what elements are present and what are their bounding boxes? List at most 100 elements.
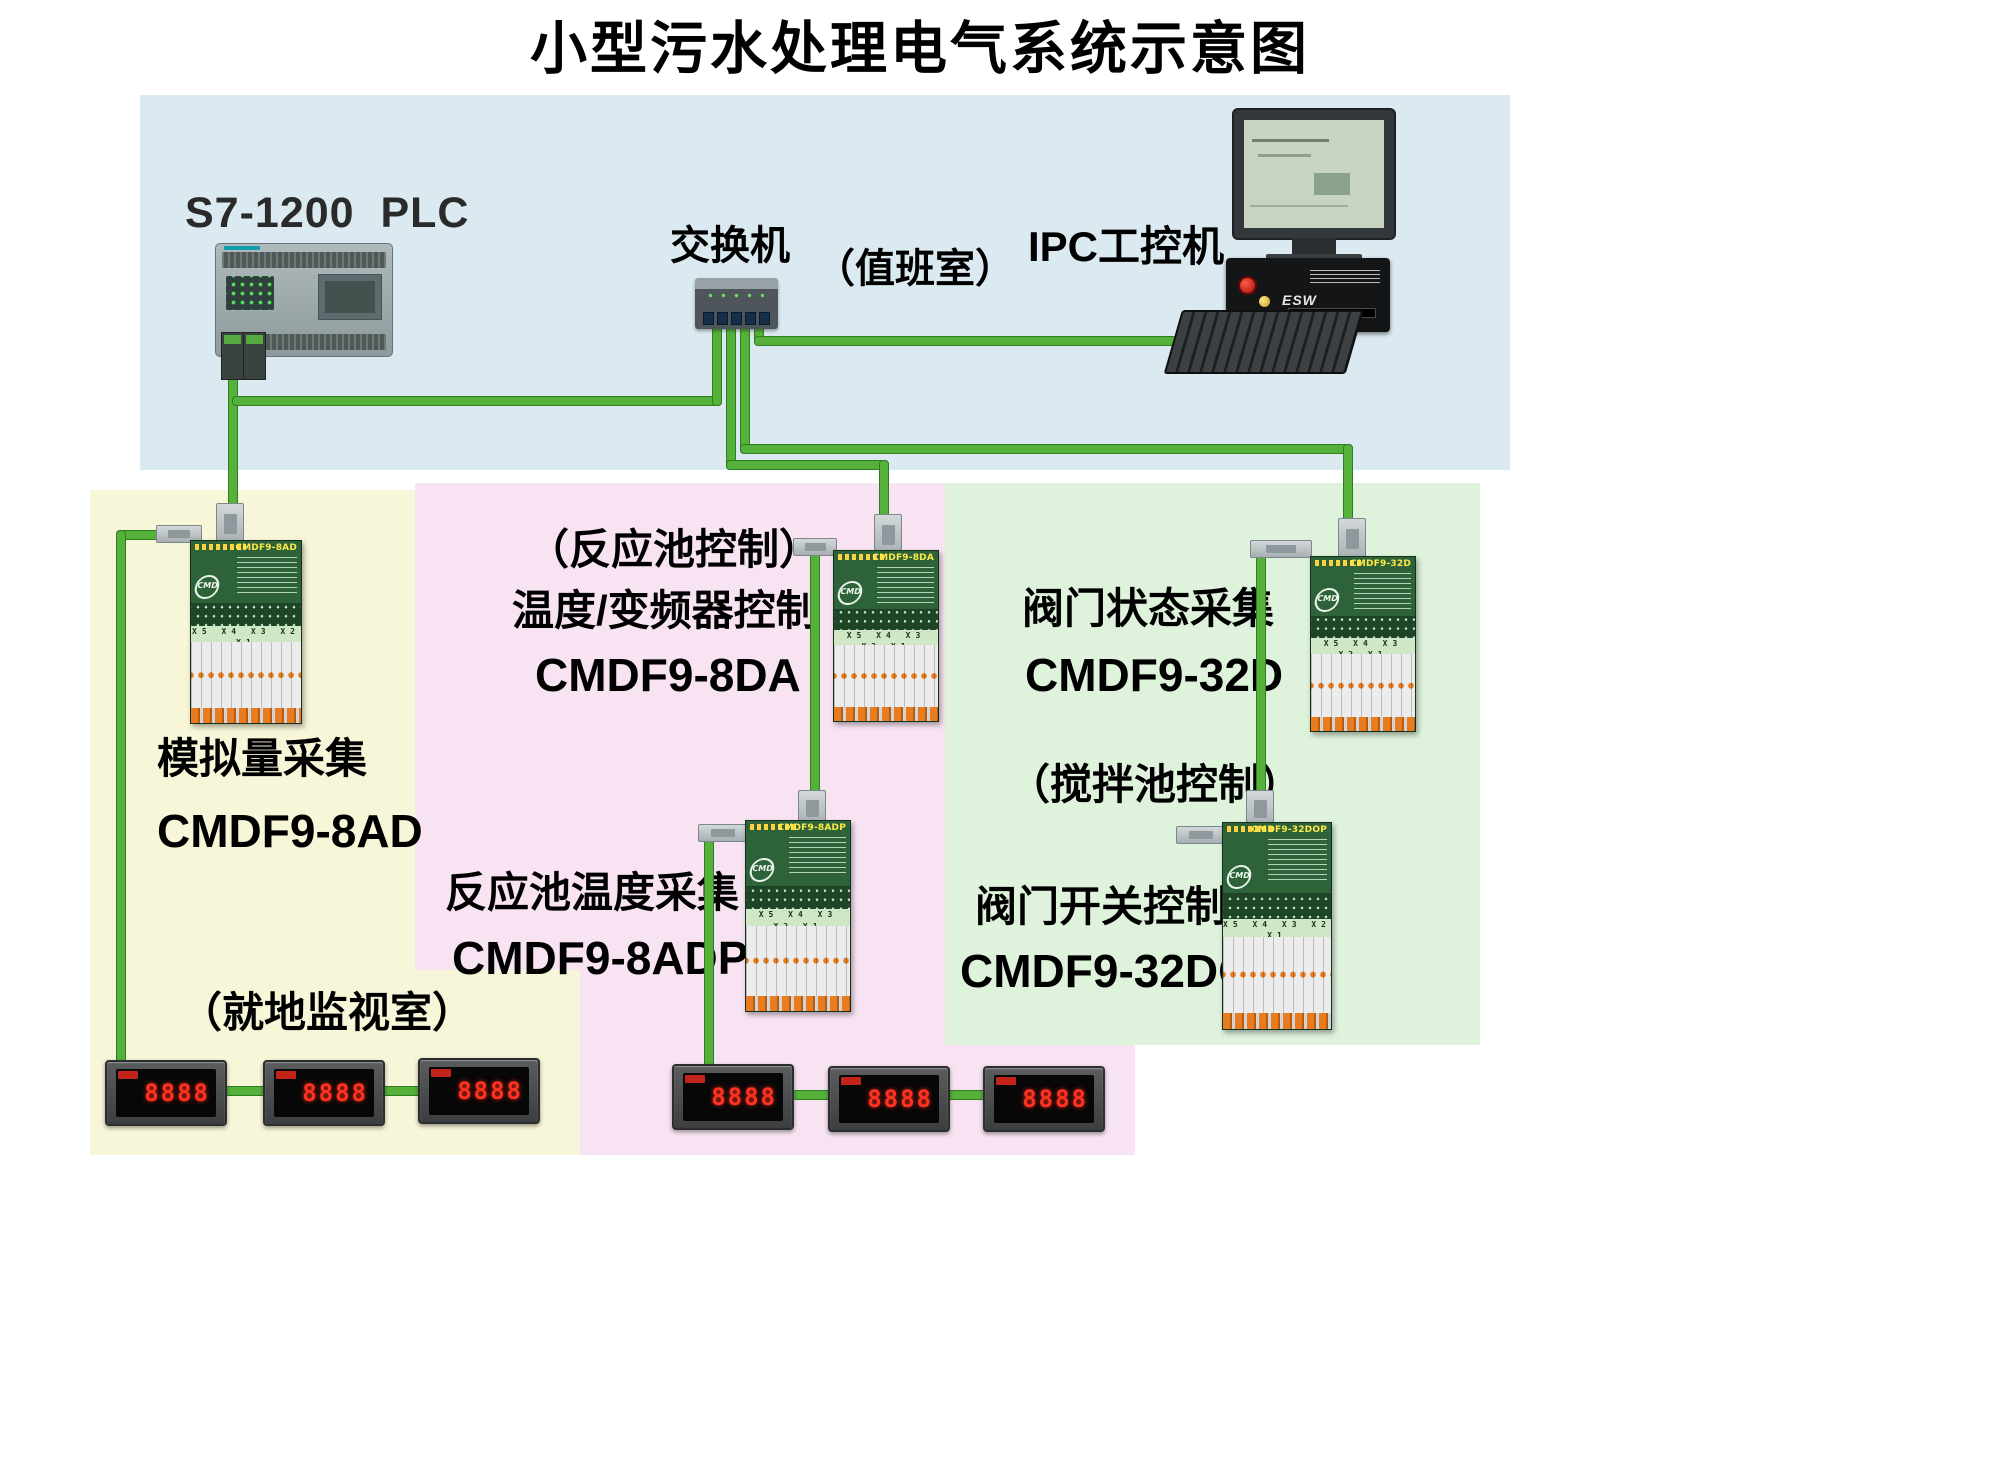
dip-switch-icon [1315,560,1363,566]
bus-connector-8ad [216,503,244,545]
ipc-screen [1244,120,1384,228]
module-terminal-blocks [834,645,938,708]
panel-meter: 8888 [263,1060,385,1126]
dip-switch-icon [750,824,798,830]
cable-plc-to-switch [232,396,722,406]
side-connector-8adp [698,824,748,842]
dip-switch-icon [1227,826,1277,832]
side-connector-8da [793,538,837,556]
module-orange-connectors [191,708,301,723]
meter-brand-tag [118,1071,138,1079]
cable-32d-to-32dop [1256,548,1266,798]
module-cmdf9-8da: CMDF9-8DA CMD X5 X4 X3 X2 X1 [833,550,939,722]
label-analog-acquisition: 模拟量采集 [157,735,368,782]
module-terminal-blocks [1223,937,1331,1013]
meter-brand-tag [431,1069,451,1077]
module-model-text: CMDF9-8AD [235,543,297,553]
cmd-logo: CMD [192,574,222,599]
label-cmdf9-8adp: CMDF9-8ADP [452,932,749,984]
module-led-row [1311,617,1415,639]
label-valve-switch-control: 阀门开关控制 [975,883,1228,930]
module-model-text: CMDF9-32D [1350,559,1411,569]
module-model-text: CMDF9-8ADP [777,823,846,833]
switch-port [717,312,728,325]
side-connector-8ad [156,525,202,543]
cable-mid-meter-drop [704,830,714,1080]
plc-terminal-strip-top [222,252,386,268]
module-led-row [746,886,850,910]
module-orange-connectors [1311,717,1415,731]
label-valve-status-acquisition: 阀门状态采集 [1022,585,1275,632]
label-switch: 交换机 [670,224,790,268]
label-ipc: IPC工控机 [1028,223,1225,270]
panel-meter: 8888 [672,1064,794,1130]
meter-face: 8888 [994,1075,1094,1123]
ipc-monitor-stand [1292,238,1336,258]
meter-face: 8888 [839,1075,939,1123]
plc-profinet-connector-2 [243,332,266,380]
module-header: CMDF9-8DA CMD [834,551,938,610]
cable-to-module-32d [740,444,1353,454]
cable-plc-drop [228,372,238,508]
switch-port [759,312,770,325]
cmd-logo: CMD [835,580,865,605]
side-connector-32dop [1176,826,1226,844]
cable-left-meter-drop [116,530,126,1090]
switch-port [703,312,714,325]
module-model-text: CMDF9-32DOP [1251,825,1327,835]
module-spec-lines [1267,839,1327,883]
panel-meter: 8888 [983,1066,1105,1132]
label-cmdf9-8da: CMDF9-8DA [535,649,801,701]
module-orange-connectors [1223,1012,1331,1029]
label-plc: S7-1200 PLC [185,189,470,237]
emergency-stop-button-icon [1238,276,1257,295]
cable-module-32d-drop [1343,444,1353,522]
cable-module-8da-drop [879,460,889,518]
label-cmdf9-8ad: CMDF9-8AD [157,805,423,857]
plc-profinet-connector-1 [221,332,244,380]
cable-mid-meter-link-1 [792,1090,832,1100]
meter-display: 8888 [144,1079,210,1107]
meter-display: 8888 [457,1077,523,1105]
siemens-brand-mark [224,246,260,250]
meter-display: 8888 [1022,1085,1088,1113]
label-duty-room: （值班室） [815,247,1015,291]
bus-connector-32dop [1246,790,1274,828]
meter-brand-tag [996,1077,1016,1085]
module-header: CMDF9-32DOP CMD [1223,823,1331,895]
meter-face: 8888 [683,1073,783,1121]
module-port-labels: X5 X4 X3 X2 X1 [191,625,301,643]
meter-display: 8888 [867,1085,933,1113]
cmd-logo: CMD [747,857,777,882]
module-header: CMDF9-32D CMD [1311,557,1415,618]
meter-display: 8888 [711,1083,777,1111]
bus-connector-32d [1338,518,1366,560]
cable-to-module-8da [726,460,889,470]
module-spec-lines [1353,573,1411,610]
label-local-monitor-room: （就地监视室） [180,989,475,1036]
side-connector-32d [1250,540,1312,558]
ipc-monitor [1232,108,1396,240]
cmd-logo: CMD [1224,865,1254,890]
switch-port [745,312,756,325]
module-port-labels: X5 X4 X3 X2 X1 [746,909,850,927]
label-reaction-temp-acquisition: 反应池温度采集 [445,869,740,916]
switch-port [731,312,742,325]
plc-status-leds [226,276,274,310]
module-port-labels: X5 X4 X3 X2 X1 [834,630,938,646]
ethernet-switch-device [695,278,778,329]
module-cmdf9-32dop: CMDF9-32DOP CMD X5 X4 X3 X2 X1 [1222,822,1332,1030]
bus-connector-8da [874,514,902,556]
meter-brand-tag [685,1075,705,1083]
dip-switch-icon [838,554,886,560]
cable-left-meter-link-1 [222,1086,268,1096]
module-port-labels: X5 X4 X3 X2 X1 [1311,638,1415,654]
module-cmdf9-8ad: CMDF9-8AD CMD X5 X4 X3 X2 X1 [190,540,302,724]
cable-left-meter-link-2 [380,1086,422,1096]
ipc-chassis-brand: ESW [1282,292,1317,308]
module-terminal-blocks [746,926,850,996]
module-terminal-blocks [191,642,301,709]
label-reaction-pool-control: （反应池控制） [527,526,822,573]
module-cmdf9-8adp: CMDF9-8ADP CMD X5 X4 X3 X2 X1 [745,820,851,1012]
